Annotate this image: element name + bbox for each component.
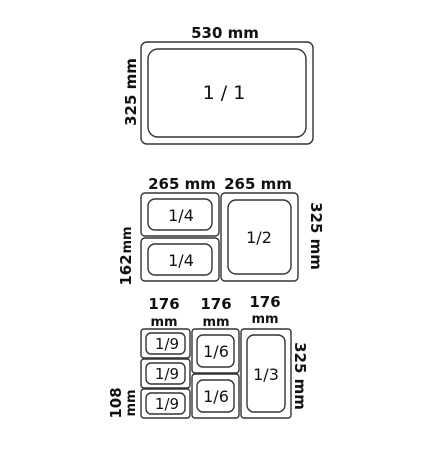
half-pan: 1/2 [220, 192, 299, 282]
quarter-pan-top: 1/4 [140, 192, 220, 237]
ninth-2-fraction: 1/9 [155, 365, 179, 383]
full-pan-fraction: 1 / 1 [203, 82, 246, 104]
half-row-width-b: 265 mm [224, 175, 292, 193]
third-pan: 1/3 [240, 328, 292, 419]
ninth-depth-unit: mm [124, 389, 139, 416]
quarter-top-inner [147, 198, 213, 231]
ninth-2-inner [145, 362, 186, 385]
sixth-bottom-inner [196, 379, 235, 413]
third-row-width-a-unit: mm [150, 315, 177, 330]
sixth-pan-bottom: 1/6 [191, 373, 240, 419]
quarter-top-fraction: 1/4 [168, 206, 194, 225]
full-pan-depth-label: 325 mm [122, 58, 140, 126]
ninth-pan-3: 1/9 [140, 388, 191, 419]
quarter-depth-value: 162 [117, 254, 135, 285]
full-pan: 1 / 1 [140, 41, 314, 145]
quarter-depth-unit: mm [120, 226, 135, 253]
half-row-depth-label: 325 mm [307, 202, 325, 270]
third-row-width-a-value: 176 [148, 295, 179, 313]
ninth-depth-value: 108 [107, 387, 125, 418]
quarter-pan-bottom: 1/4 [140, 237, 220, 282]
half-fraction: 1/2 [246, 228, 272, 247]
ninth-3-fraction: 1/9 [155, 395, 179, 413]
sixth-bottom-fraction: 1/6 [203, 387, 229, 406]
third-row-depth-label: 325 mm [291, 342, 309, 410]
ninth-1-fraction: 1/9 [155, 335, 179, 353]
half-row-width-a: 265 mm [148, 175, 216, 193]
third-fraction: 1/3 [253, 365, 279, 384]
third-row-width-c-unit: mm [251, 312, 278, 327]
quarter-bottom-inner [147, 243, 213, 276]
ninth-pan-1: 1/9 [140, 328, 191, 359]
third-inner [246, 334, 286, 413]
third-row-width-c-value: 176 [249, 293, 280, 311]
ninth-depth-label: 108 mm [107, 387, 139, 418]
ninth-3-inner [145, 392, 186, 415]
full-pan-width-label: 530 mm [191, 24, 259, 42]
half-inner [227, 199, 292, 275]
sixth-pan-top: 1/6 [191, 328, 240, 374]
sixth-top-fraction: 1/6 [203, 342, 229, 361]
third-row-width-b-unit: mm [202, 315, 229, 330]
sixth-top-inner [196, 334, 235, 368]
ninth-1-inner [145, 332, 186, 355]
ninth-pan-2: 1/9 [140, 358, 191, 389]
quarter-depth-label: 162 mm [117, 226, 135, 285]
full-pan-inner [147, 48, 307, 138]
quarter-bottom-fraction: 1/4 [168, 251, 194, 270]
third-row-width-b-value: 176 [200, 295, 231, 313]
